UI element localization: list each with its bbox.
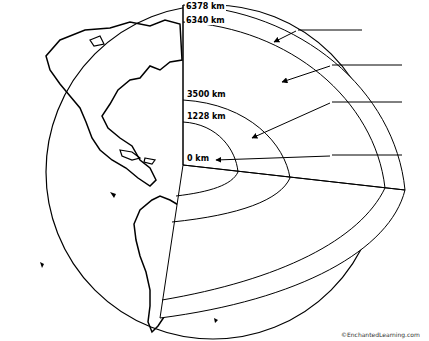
outer-core-boundary — [172, 100, 290, 222]
blank-label-line — [332, 65, 402, 66]
blank-label-line — [298, 30, 362, 31]
island-outline — [90, 36, 155, 164]
mantle-boundary — [162, 22, 385, 300]
depth-label: 6378 km — [185, 2, 226, 11]
inner-core-boundary — [176, 122, 238, 196]
cut-edge — [183, 5, 184, 165]
copyright-note: ©EnchantedLearning.com — [340, 331, 421, 338]
leader-line — [216, 156, 330, 160]
leader-line — [252, 103, 330, 138]
depth-label: 0 km — [186, 154, 210, 163]
depth-label: 6340 km — [185, 16, 226, 25]
leader-line — [274, 31, 296, 42]
blank-label-line — [332, 102, 402, 103]
continent-outline — [46, 20, 182, 186]
leader-line — [282, 66, 330, 82]
crust-layer — [160, 5, 405, 318]
blank-label-line — [332, 155, 402, 156]
depth-label: 1228 km — [186, 112, 227, 121]
depth-label: 3500 km — [186, 90, 227, 99]
